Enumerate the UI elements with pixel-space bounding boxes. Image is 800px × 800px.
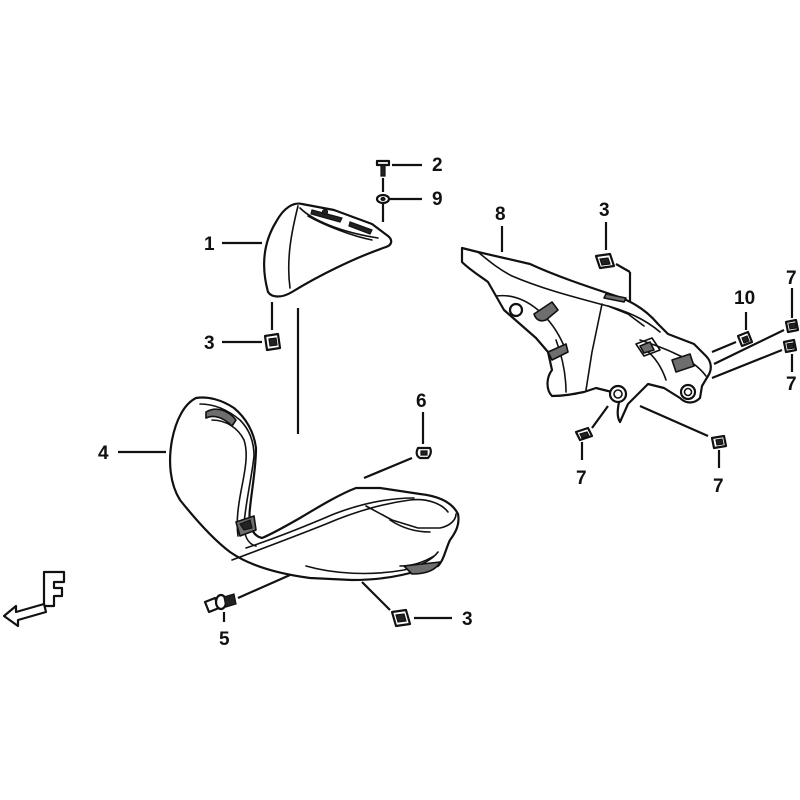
screw-part-7-bottom-right [710, 434, 728, 450]
upper-cover-cap [263, 202, 393, 298]
callout-3-bottom: 3 [462, 609, 473, 630]
callout-3-left: 3 [204, 333, 215, 354]
callout-8: 8 [495, 204, 506, 225]
bolt-part-5 [203, 593, 237, 614]
front-direction-marker: F [2, 570, 66, 628]
screw-part-10 [736, 330, 754, 348]
callout-4: 4 [98, 443, 109, 464]
screw-part-2 [375, 159, 391, 177]
screw-part-7-bottom-left [574, 426, 594, 442]
clip-nut-part-3-right [594, 252, 616, 270]
callout-1: 1 [204, 234, 215, 255]
screw-part-7-upper-right [784, 318, 800, 334]
washer-part-9 [375, 193, 391, 205]
screw-part-6 [415, 446, 432, 460]
screw-part-7-lower-right [782, 338, 798, 354]
callout-6: 6 [416, 391, 427, 412]
callout-7-bottom-right: 7 [713, 476, 724, 497]
clip-nut-part-3-left [263, 332, 282, 352]
callout-7-mid-right: 7 [786, 374, 797, 395]
clip-nut-part-3-bottom [390, 608, 412, 628]
callout-7-top-right: 7 [786, 268, 797, 289]
callout-10: 10 [734, 288, 755, 309]
front-handlebar-cover [169, 396, 460, 582]
callout-9: 9 [432, 189, 443, 210]
callout-7-bottom-left: 7 [576, 468, 587, 489]
callout-2: 2 [432, 155, 443, 176]
callout-5: 5 [219, 629, 230, 650]
rear-handlebar-cover [460, 246, 712, 424]
callout-3-right: 3 [599, 200, 610, 221]
